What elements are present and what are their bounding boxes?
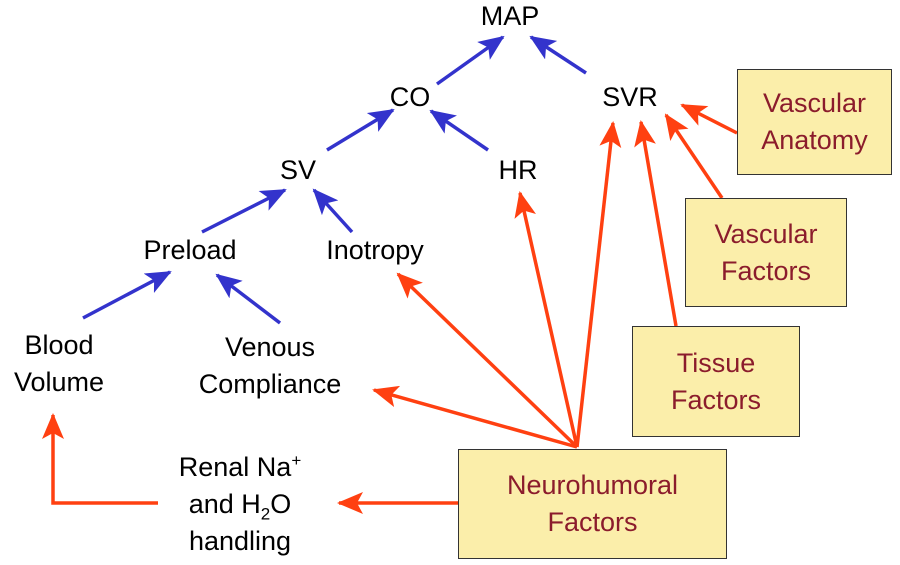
node-hr: HR: [498, 155, 538, 185]
arrow-co-to-map: [435, 35, 505, 86]
arrow-anatomy-to-svr: [680, 103, 738, 135]
node-preload: Preload: [143, 235, 237, 265]
box-vascular-anatomy: Vascular Anatomy: [737, 69, 892, 175]
box-tissue-factors: Tissue Factors: [632, 326, 800, 437]
node-inotropy: Inotropy: [326, 235, 424, 265]
arrow-hr-to-co: [429, 109, 489, 152]
node-blood-volume: Blood Volume: [13, 330, 105, 397]
node-sv: SV: [279, 155, 317, 185]
box-vascular-factors: Vascular Factors: [685, 198, 847, 307]
arrow-tissue-to-svr: [634, 120, 678, 327]
arrow-renal-to-bloodvolume: [42, 413, 158, 505]
arrow-preload-to-sv: [201, 188, 287, 234]
arrow-neuro-to-hr: [514, 191, 579, 448]
node-venous-compliance: Venous Compliance: [198, 332, 342, 399]
arrow-neuro-to-venous: [372, 385, 578, 449]
node-svr: SVR: [602, 82, 658, 112]
box-neurohumoral-factors: Neurohumoral Factors: [458, 449, 727, 559]
node-co: CO: [389, 82, 431, 112]
arrow-svr-to-map: [529, 35, 587, 75]
arrow-venous-to-preload: [215, 273, 282, 325]
arrow-sv-to-co: [326, 108, 395, 152]
arrow-neuro-to-svr: [575, 121, 622, 448]
node-map: MAP: [480, 1, 540, 31]
arrow-vascularfactors-to-svr: [664, 113, 724, 199]
arrow-inotropy-to-sv: [312, 188, 354, 234]
node-renal-handling: Renal Na+ and H2O handling: [178, 451, 302, 556]
arrow-neuro-to-inotropy: [396, 272, 579, 449]
arrow-bloodvolume-to-preload: [82, 270, 172, 320]
